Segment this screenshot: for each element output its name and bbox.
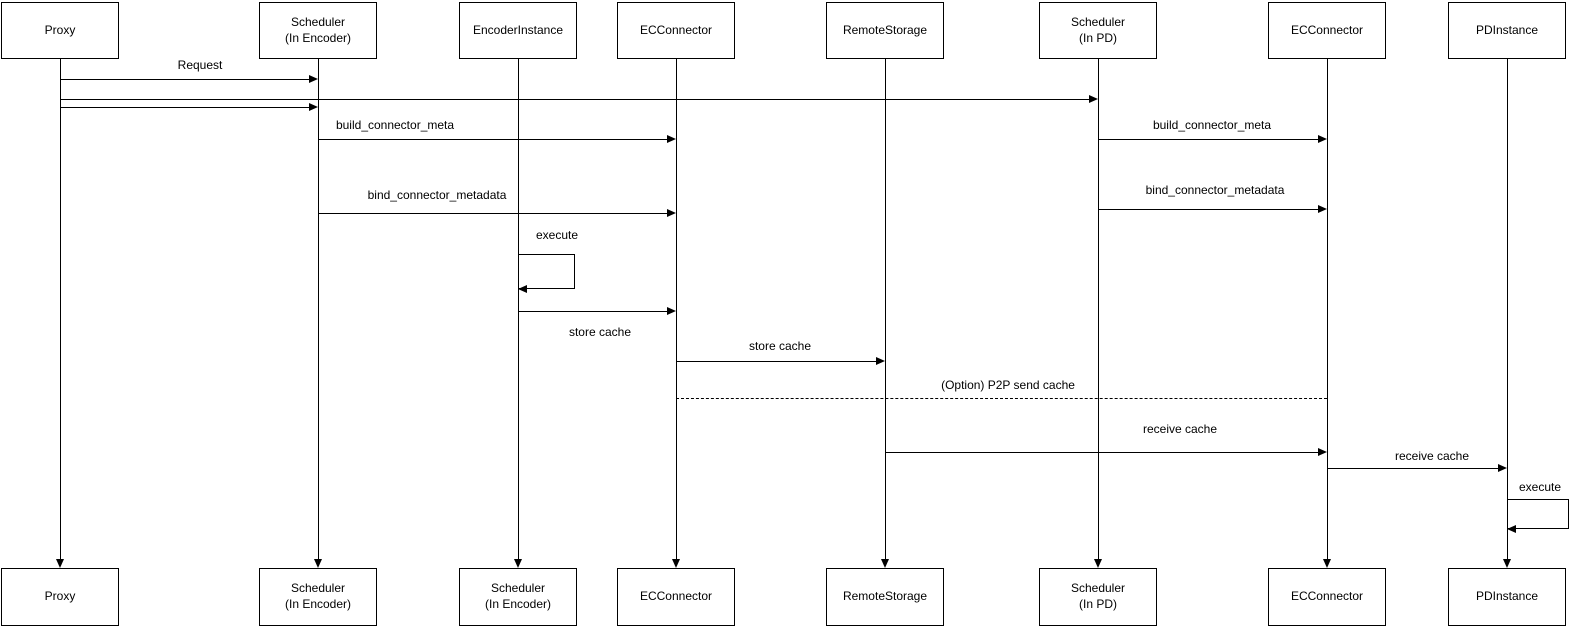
lifeline-arrowhead-ec-connector-encoder: [672, 559, 680, 568]
lifeline-ec-connector-pd: [1327, 58, 1328, 560]
message-arrowhead-unlabeled-1: [1089, 95, 1098, 103]
self-loop-label-pd-instance: execute: [1518, 480, 1562, 494]
message-arrowhead-store-cache-7: [667, 307, 676, 315]
participant-box-bottom-ec-connector-pd: ECConnector: [1268, 568, 1386, 626]
message-line-bind-connector-metadata-6: [1098, 209, 1319, 210]
message-line-build-connector-meta-3: [318, 139, 668, 140]
message-arrowhead-build-connector-meta-4: [1318, 135, 1327, 143]
message-line-request-0: [60, 79, 310, 80]
message-arrowhead-bind-connector-metadata-5: [667, 209, 676, 217]
message-label-build-connector-meta-4: build_connector_meta: [1152, 118, 1272, 132]
participant-box-bottom-remote-storage: RemoteStorage: [826, 568, 944, 626]
message-label-store-cache-8: store cache: [748, 339, 812, 353]
lifeline-scheduler-encoder: [318, 58, 319, 560]
participant-box-bottom-ec-connector-encoder: ECConnector: [617, 568, 735, 626]
lifeline-arrowhead-encoder-instance: [514, 559, 522, 568]
lifeline-arrowhead-scheduler-encoder: [314, 559, 322, 568]
message-line-bind-connector-metadata-5: [318, 213, 668, 214]
participant-box-top-encoder-instance: EncoderInstance: [459, 2, 577, 59]
message-arrowhead-store-cache-8: [876, 357, 885, 365]
message-label-receive-cache-11: receive cache: [1394, 449, 1470, 463]
lifeline-pd-instance: [1507, 58, 1508, 560]
message-line-receive-cache-10: [885, 452, 1319, 453]
message-line-receive-cache-11: [1327, 468, 1499, 469]
message-arrowhead-receive-cache-11: [1498, 464, 1507, 472]
participant-box-bottom-encoder-instance: Scheduler (In Encoder): [459, 568, 577, 626]
self-loop-encoder-instance: [518, 254, 575, 289]
message-arrowhead-build-connector-meta-3: [667, 135, 676, 143]
message-arrowhead-receive-cache-10: [1318, 448, 1327, 456]
lifeline-arrowhead-ec-connector-pd: [1323, 559, 1331, 568]
lifeline-arrowhead-remote-storage: [881, 559, 889, 568]
message-arrowhead-unlabeled-2: [309, 103, 318, 111]
participant-box-bottom-scheduler-encoder: Scheduler (In Encoder): [259, 568, 377, 626]
participant-box-top-proxy: Proxy: [1, 2, 119, 59]
self-loop-arrowhead-encoder-instance: [518, 285, 527, 293]
lifeline-proxy: [60, 58, 61, 560]
lifeline-scheduler-pd: [1098, 58, 1099, 560]
message-label-bind-connector-metadata-5: bind_connector_metadata: [367, 188, 507, 202]
participant-box-top-ec-connector-encoder: ECConnector: [617, 2, 735, 59]
message-line-unlabeled-1: [60, 99, 1090, 100]
message-label-receive-cache-10: receive cache: [1142, 422, 1218, 436]
message-line-option-p2p-send-cache-9: [676, 398, 1327, 399]
message-line-store-cache-7: [518, 311, 668, 312]
participant-box-bottom-pd-instance: PDInstance: [1448, 568, 1566, 626]
message-label-bind-connector-metadata-6: bind_connector_metadata: [1145, 183, 1285, 197]
lifeline-encoder-instance: [518, 58, 519, 560]
message-line-build-connector-meta-4: [1098, 139, 1319, 140]
lifeline-arrowhead-scheduler-pd: [1094, 559, 1102, 568]
lifeline-ec-connector-encoder: [676, 58, 677, 560]
participant-box-top-pd-instance: PDInstance: [1448, 2, 1566, 59]
participant-box-top-remote-storage: RemoteStorage: [826, 2, 944, 59]
message-line-unlabeled-2: [60, 107, 310, 108]
message-label-store-cache-7: store cache: [568, 325, 632, 339]
participant-box-bottom-scheduler-pd: Scheduler (In PD): [1039, 568, 1157, 626]
message-arrowhead-request-0: [309, 75, 318, 83]
lifeline-arrowhead-pd-instance: [1503, 559, 1511, 568]
participant-box-bottom-proxy: Proxy: [1, 568, 119, 626]
self-loop-arrowhead-pd-instance: [1507, 525, 1516, 533]
message-label-option-p2p-send-cache-9: (Option) P2P send cache: [941, 378, 1075, 392]
lifeline-arrowhead-proxy: [56, 559, 64, 568]
self-loop-label-encoder-instance: execute: [535, 228, 579, 242]
message-line-store-cache-8: [676, 361, 877, 362]
lifeline-remote-storage: [885, 58, 886, 560]
self-loop-pd-instance: [1507, 499, 1569, 529]
participant-box-top-scheduler-pd: Scheduler (In PD): [1039, 2, 1157, 59]
message-label-build-connector-meta-3: build_connector_meta: [335, 118, 455, 132]
message-label-request-0: Request: [177, 58, 223, 72]
participant-box-top-ec-connector-pd: ECConnector: [1268, 2, 1386, 59]
message-arrowhead-bind-connector-metadata-6: [1318, 205, 1327, 213]
participant-box-top-scheduler-encoder: Scheduler (In Encoder): [259, 2, 377, 59]
